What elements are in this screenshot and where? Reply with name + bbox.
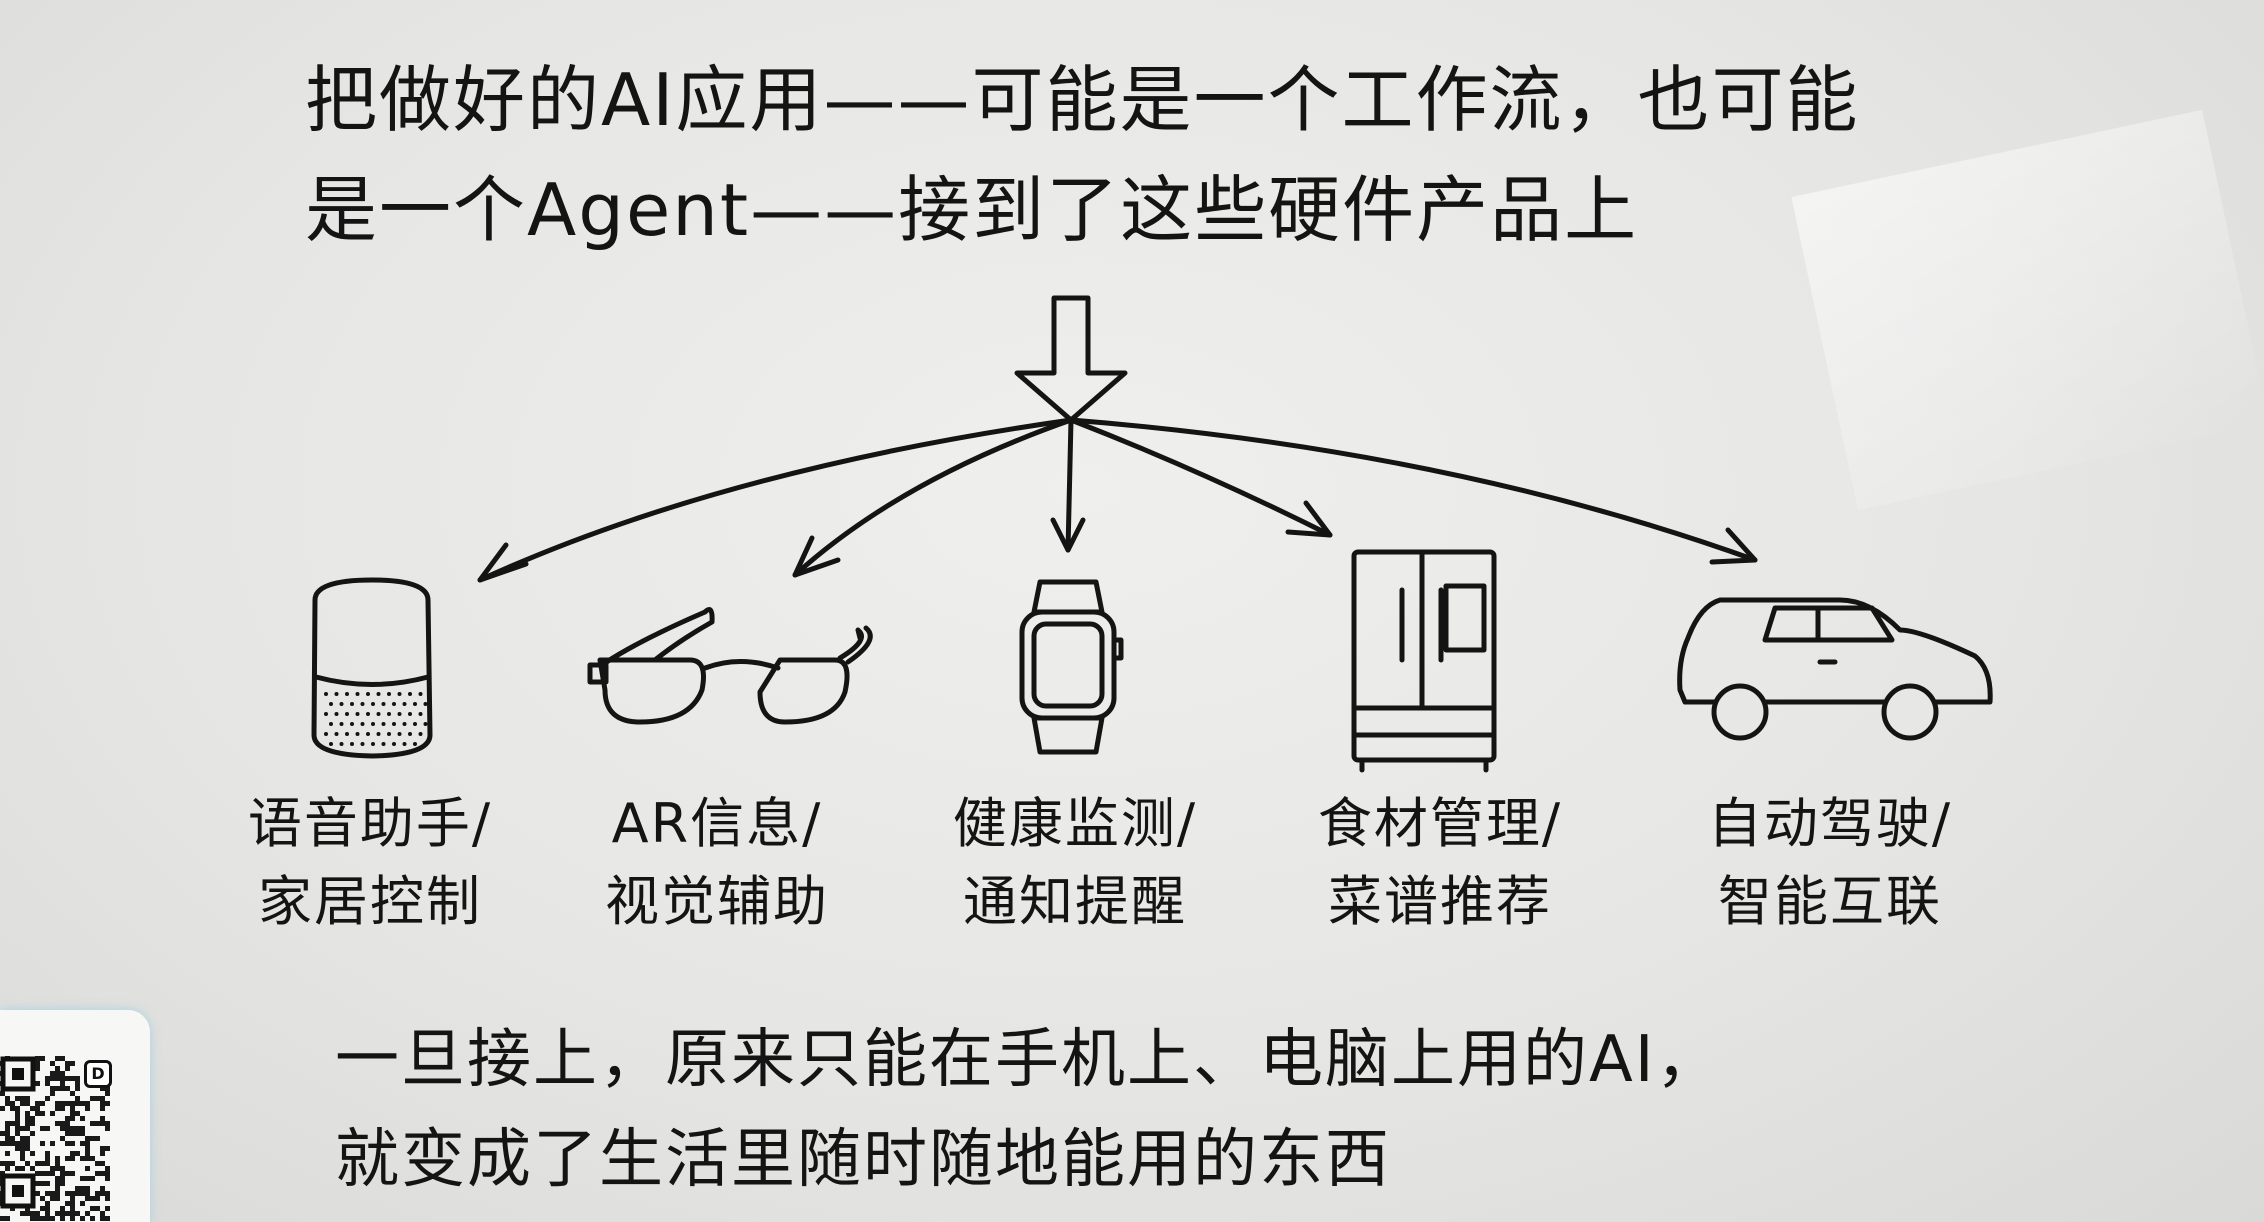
caption-car-line-2: 智能互联 — [1718, 870, 1942, 933]
caption-speaker: 语音助手/ 家居控制 — [200, 785, 540, 941]
central-down-arrow — [1014, 295, 1128, 423]
caption-fridge-line-1: 食材管理/ — [1317, 792, 1563, 855]
qr-code-badge[interactable]: D — [0, 1010, 150, 1222]
branch-arrows — [477, 417, 1758, 583]
footer-line-2: 就变成了生活里随时随地能用的东西 — [335, 1123, 1391, 1197]
ar-glasses-icon — [587, 607, 873, 725]
speaker-grille — [324, 692, 428, 746]
arrow-to-speaker — [477, 417, 1074, 583]
caption-glasses: AR信息/ 视觉辅助 — [547, 785, 887, 941]
caption-glasses-line-1: AR信息/ — [611, 792, 823, 855]
caption-fridge-line-2: 菜谱推荐 — [1328, 870, 1552, 933]
caption-glasses-line-2: 视觉辅助 — [605, 870, 829, 933]
caption-speaker-line-1: 语音助手/ — [247, 792, 493, 855]
footer-line-1: 一旦接上，原来只能在手机上、电脑上用的AI， — [335, 1023, 1722, 1097]
smart-speaker-icon — [311, 577, 433, 759]
caption-watch-line-2: 通知提醒 — [963, 870, 1187, 933]
caption-fridge: 食材管理/ 菜谱推荐 — [1270, 785, 1610, 941]
qr-code-icon — [0, 1056, 110, 1221]
arrow-to-watch — [1065, 417, 1074, 553]
caption-speaker-line-2: 家居控制 — [258, 870, 482, 933]
headline-line-2: 是一个Agent——接到了这些硬件产品上 — [305, 168, 1639, 252]
qr-logo-icon: D — [84, 1060, 112, 1088]
caption-car-line-1: 自动驾驶/ — [1707, 792, 1953, 855]
arrow-to-fridge — [1068, 417, 1333, 538]
headline-line-1: 把做好的AI应用——可能是一个工作流，也可能 — [305, 58, 1860, 142]
caption-watch: 健康监测/ 通知提醒 — [905, 785, 1245, 941]
caption-watch-line-1: 健康监测/ — [952, 792, 1198, 855]
caption-car: 自动驾驶/ 智能互联 — [1660, 785, 2000, 941]
smartwatch-icon — [1019, 579, 1124, 755]
arrow-to-glasses — [792, 417, 1074, 578]
car-icon — [1677, 597, 1993, 741]
arrow-to-car — [1068, 417, 1758, 563]
refrigerator-icon — [1351, 549, 1497, 773]
